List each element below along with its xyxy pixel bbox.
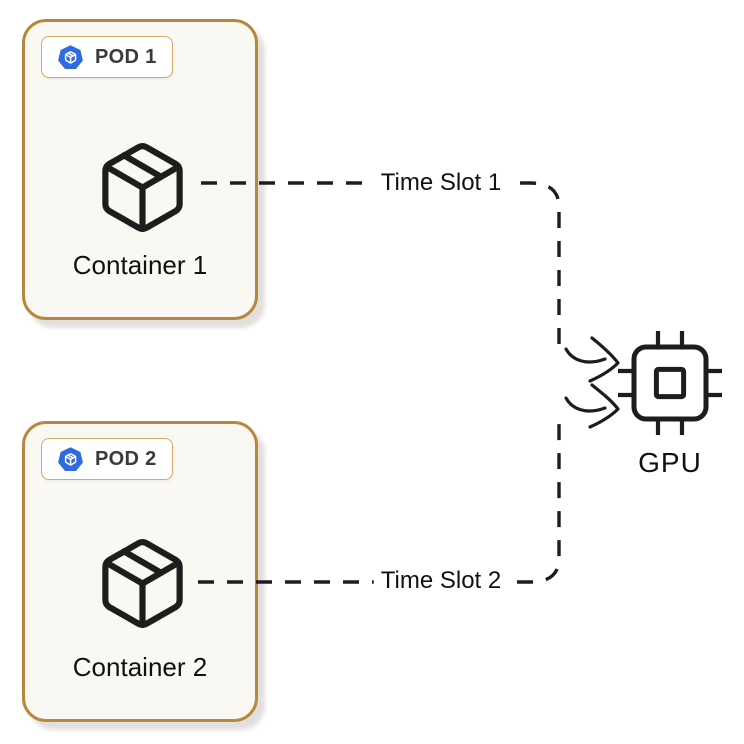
curved-arrow-right-icon-bottom bbox=[564, 383, 620, 429]
time-slot-2-label: Time Slot 2 bbox=[373, 567, 509, 595]
container-2-package-box-icon bbox=[102, 539, 183, 629]
curved-arrow-right-icon-top bbox=[564, 336, 620, 383]
pod-1-box: POD 1 Container 1 bbox=[22, 19, 258, 320]
time-slot-1-label: Time Slot 1 bbox=[373, 169, 509, 197]
kubernetes-pod-icon bbox=[58, 446, 83, 471]
pod-2-badge: POD 2 bbox=[41, 438, 173, 480]
kubernetes-pod-icon bbox=[58, 44, 83, 69]
gpu-label: GPU bbox=[638, 447, 702, 478]
container-1-package-box-icon bbox=[102, 143, 183, 233]
pod-2-box: POD 2 Container 2 bbox=[22, 421, 258, 722]
pod-2-badge-label: POD 2 bbox=[95, 447, 157, 470]
pod-1-badge-label: POD 1 bbox=[95, 45, 157, 68]
container-2-label: Container 2 bbox=[72, 652, 208, 682]
container-1-label: Container 1 bbox=[72, 250, 208, 280]
pod-1-badge: POD 1 bbox=[41, 36, 173, 78]
gpu-cpu-chip-icon bbox=[618, 331, 722, 435]
